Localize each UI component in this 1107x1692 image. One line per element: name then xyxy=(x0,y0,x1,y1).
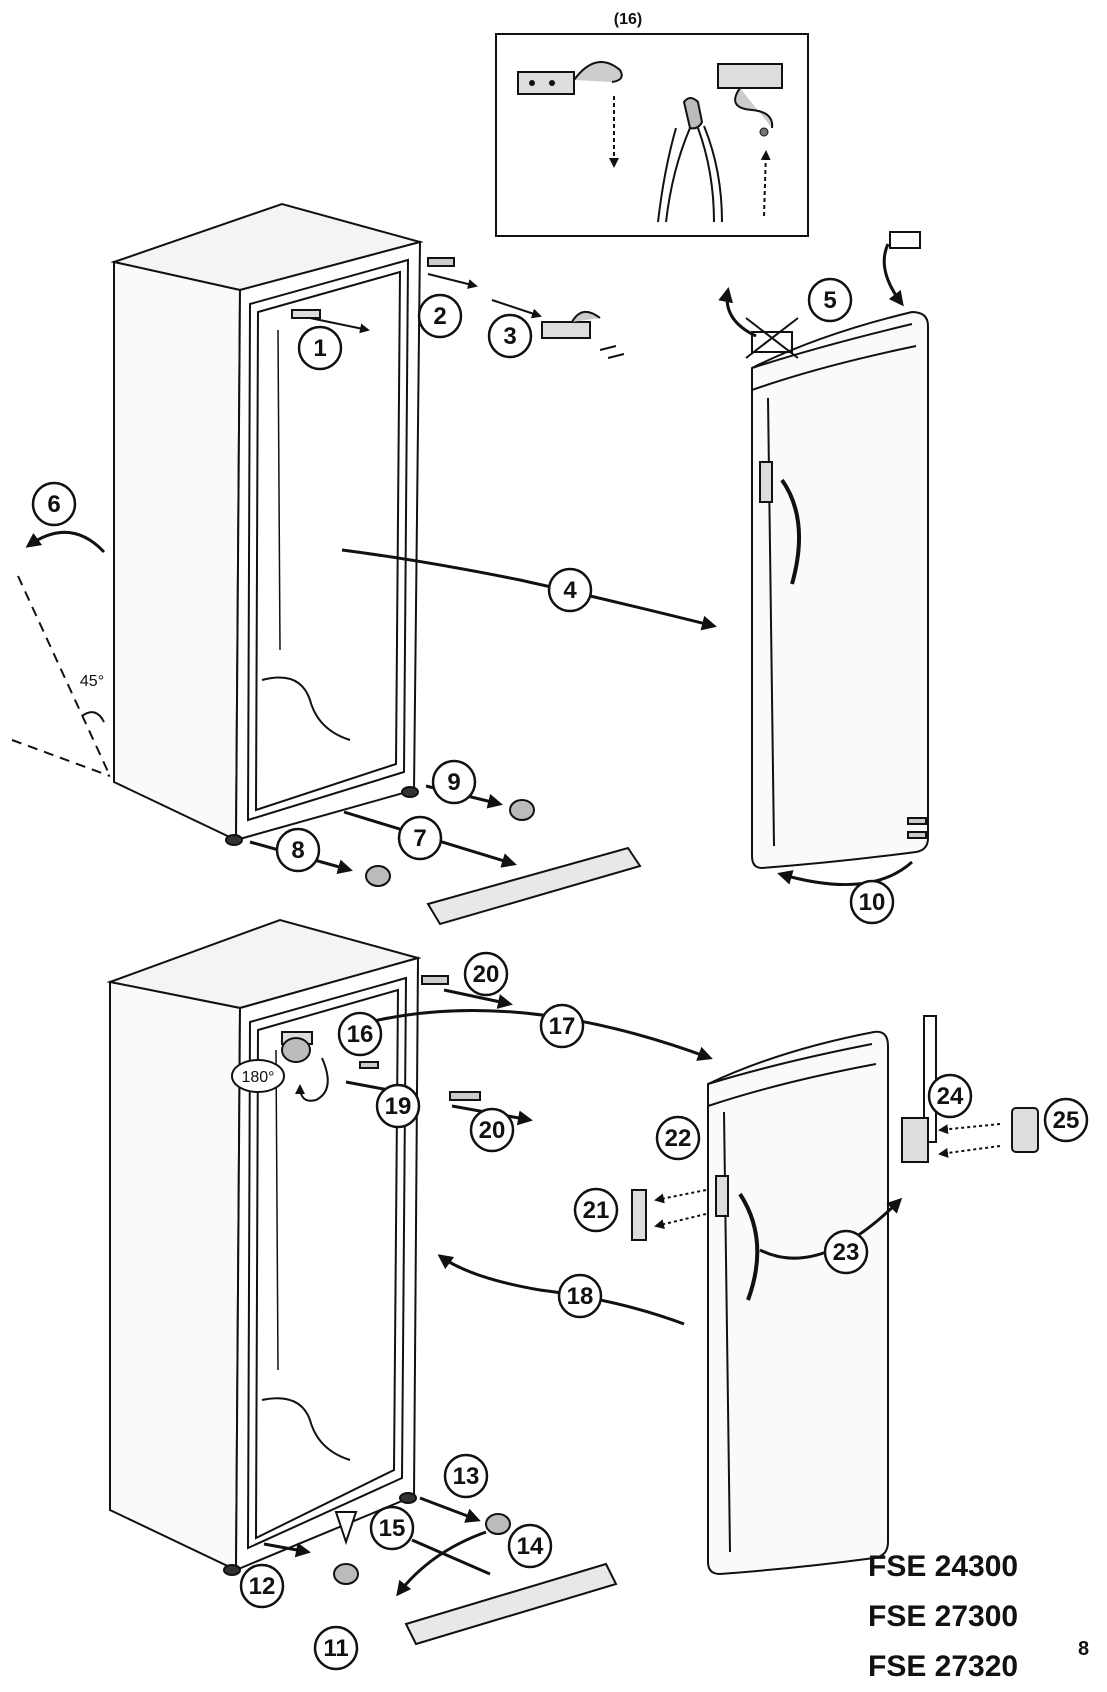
model-name: FSE 27320 xyxy=(868,1650,1019,1683)
step-label: 17 xyxy=(549,1013,576,1040)
tilt-indicator xyxy=(11,531,111,777)
step-label: 18 xyxy=(567,1283,594,1310)
hinge-rotate xyxy=(281,1008,713,1102)
step-markers xyxy=(31,277,1089,1671)
inset-label: (16) xyxy=(614,11,642,28)
model-name: FSE 27300 xyxy=(868,1600,1019,1633)
hinge-icon xyxy=(541,311,625,359)
step-label: 11 xyxy=(323,1635,348,1662)
step-label: 3 xyxy=(503,323,516,350)
step-label: 13 xyxy=(453,1463,480,1490)
step-labels: 1 2 3 4 5 6 7 8 9 10 11 12 13 14 15 16 1… xyxy=(47,287,1079,1662)
step-label: 25 xyxy=(1053,1107,1080,1134)
cabinet-icon xyxy=(106,918,422,1576)
step-label: 20 xyxy=(479,1117,506,1144)
step-label: 7 xyxy=(413,825,426,852)
step-label: 6 xyxy=(47,491,60,518)
rotate-angle-label: 180° xyxy=(241,1069,274,1086)
step-label: 22 xyxy=(665,1125,692,1152)
step-label: 21 xyxy=(583,1197,610,1224)
model-list: FSE 24300 FSE 27300 FSE 27320 xyxy=(868,1542,1068,1692)
cabinet-icon xyxy=(110,202,424,846)
arrow-icon xyxy=(341,548,717,631)
screw-icon xyxy=(263,1496,511,1597)
rotate-angle-badge xyxy=(231,1059,285,1093)
arrow-icon xyxy=(760,150,771,217)
step-label: 20 xyxy=(473,961,500,988)
door-icon xyxy=(707,1030,889,1576)
plinth-icon xyxy=(426,846,642,926)
page-number: 8 xyxy=(1078,1638,1090,1660)
hinge-inset: (16) xyxy=(495,11,809,237)
screw-icon xyxy=(309,257,542,334)
handle-parts xyxy=(631,1015,1039,1260)
step-label: 2 xyxy=(433,303,446,330)
step-label: 19 xyxy=(385,1093,412,1120)
step-label: 5 xyxy=(823,287,836,314)
tilt-angle-label: 45° xyxy=(80,673,104,690)
pliers-icon xyxy=(657,97,723,223)
step-label: 8 xyxy=(291,837,304,864)
step-label: 23 xyxy=(833,1239,860,1266)
step-label: 24 xyxy=(937,1083,964,1110)
plinth-icon xyxy=(404,1562,618,1646)
arrow-icon xyxy=(437,1254,685,1326)
cover-removal-cross xyxy=(745,231,921,359)
step-label: 4 xyxy=(563,577,577,604)
step-label: 15 xyxy=(379,1515,406,1542)
step-label: 12 xyxy=(249,1573,276,1600)
step-label: 16 xyxy=(347,1021,374,1048)
step-label: 9 xyxy=(447,769,460,796)
hinge-icon xyxy=(517,61,623,95)
model-name: FSE 24300 xyxy=(868,1550,1019,1583)
door-icon xyxy=(751,310,929,870)
step-label: 14 xyxy=(517,1533,544,1560)
hinge-icon xyxy=(717,63,783,137)
step-label: 1 xyxy=(313,335,326,362)
step-label: 10 xyxy=(859,889,886,916)
arrow-icon xyxy=(718,243,914,887)
